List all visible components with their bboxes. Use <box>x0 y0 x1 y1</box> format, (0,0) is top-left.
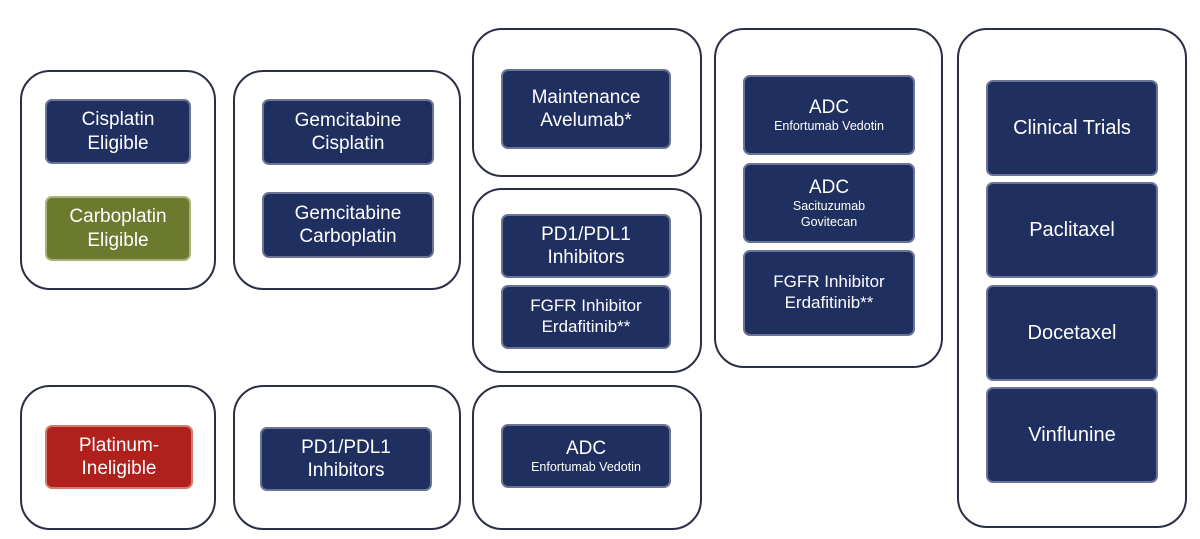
box-gem-cis-line2: Cisplatin <box>311 133 385 154</box>
box-docetaxel: Docetaxel <box>986 285 1158 381</box>
box-fgfr4-line2: Erdafitinib** <box>784 293 874 312</box>
box-cisplatin-eligible: Cisplatin Eligible <box>45 99 191 164</box>
box-fgfr-line2: Erdafitinib** <box>541 317 631 336</box>
box-pd1-bottom-line2: Inhibitors <box>307 460 385 481</box>
box-gem-cis-line1: Gemcitabine <box>294 109 402 131</box>
box-platinum-line2: Ineligible <box>81 458 157 479</box>
box-fgfr-inhibitor-col4: FGFR Inhibitor Erdafitinib** <box>743 250 915 336</box>
box-maintenance-avelumab: Maintenance Avelumab* <box>501 69 671 149</box>
box-vinflunine-label: Vinflunine <box>1028 423 1116 446</box>
box-adc-sacituzumab: ADC Sacituzumab Govitecan <box>743 163 915 243</box>
box-gemcitabine-carboplatin: Gemcitabine Carboplatin <box>262 192 434 258</box>
box-fgfr4-line1: FGFR Inhibitor <box>773 272 885 292</box>
box-pd1-pdl1-inhibitors: PD1/PDL1 Inhibitors <box>501 214 671 278</box>
box-cisplatin-line2: Eligible <box>87 132 149 154</box>
box-adc-bottom-sub: Enfortumab Vedotin <box>531 459 641 474</box>
box-pd1-line2: Inhibitors <box>547 247 625 268</box>
box-carboplatin-line2: Eligible <box>87 229 149 251</box>
box-platinum-line1: Platinum- <box>78 434 160 456</box>
box-adc-sg-sub2: Govitecan <box>800 214 858 229</box>
box-gem-carbo-line1: Gemcitabine <box>294 202 402 224</box>
box-pd1-bottom-line1: PD1/PDL1 <box>301 436 391 458</box>
box-cisplatin-line1: Cisplatin <box>81 109 155 131</box>
box-adc-ev-title: ADC <box>808 96 850 118</box>
box-docetaxel-label: Docetaxel <box>1027 321 1117 344</box>
box-carboplatin-line1: Carboplatin <box>69 206 167 228</box>
box-adc-bottom-title: ADC <box>565 437 607 459</box>
box-paclitaxel-label: Paclitaxel <box>1029 218 1115 241</box>
box-gemcitabine-cisplatin: Gemcitabine Cisplatin <box>262 99 434 165</box>
box-fgfr-inhibitor: FGFR Inhibitor Erdafitinib** <box>501 285 671 349</box>
box-pd1-line1: PD1/PDL1 <box>541 223 631 245</box>
box-platinum-ineligible: Platinum- Ineligible <box>45 425 193 489</box>
box-clinical-trials: Clinical Trials <box>986 80 1158 176</box>
box-adc-enfortumab: ADC Enfortumab Vedotin <box>743 75 915 155</box>
box-gem-carbo-line2: Carboplatin <box>299 226 397 247</box>
box-adc-sg-title: ADC <box>808 176 850 198</box>
box-maintenance-line1: Maintenance <box>531 86 641 108</box>
box-paclitaxel: Paclitaxel <box>986 182 1158 278</box>
box-vinflunine: Vinflunine <box>986 387 1158 483</box>
box-fgfr-line1: FGFR Inhibitor <box>530 296 642 316</box>
box-adc-sg-sub1: Sacituzumab <box>792 198 866 213</box>
box-maintenance-line2: Avelumab* <box>540 110 632 131</box>
box-adc-bottom: ADC Enfortumab Vedotin <box>501 424 671 488</box>
box-adc-ev-sub: Enfortumab Vedotin <box>774 118 884 133</box>
box-pd1-pdl1-bottom: PD1/PDL1 Inhibitors <box>260 427 432 491</box>
box-carboplatin-eligible: Carboplatin Eligible <box>45 196 191 261</box>
box-clinical-trials-label: Clinical Trials <box>1013 116 1131 139</box>
